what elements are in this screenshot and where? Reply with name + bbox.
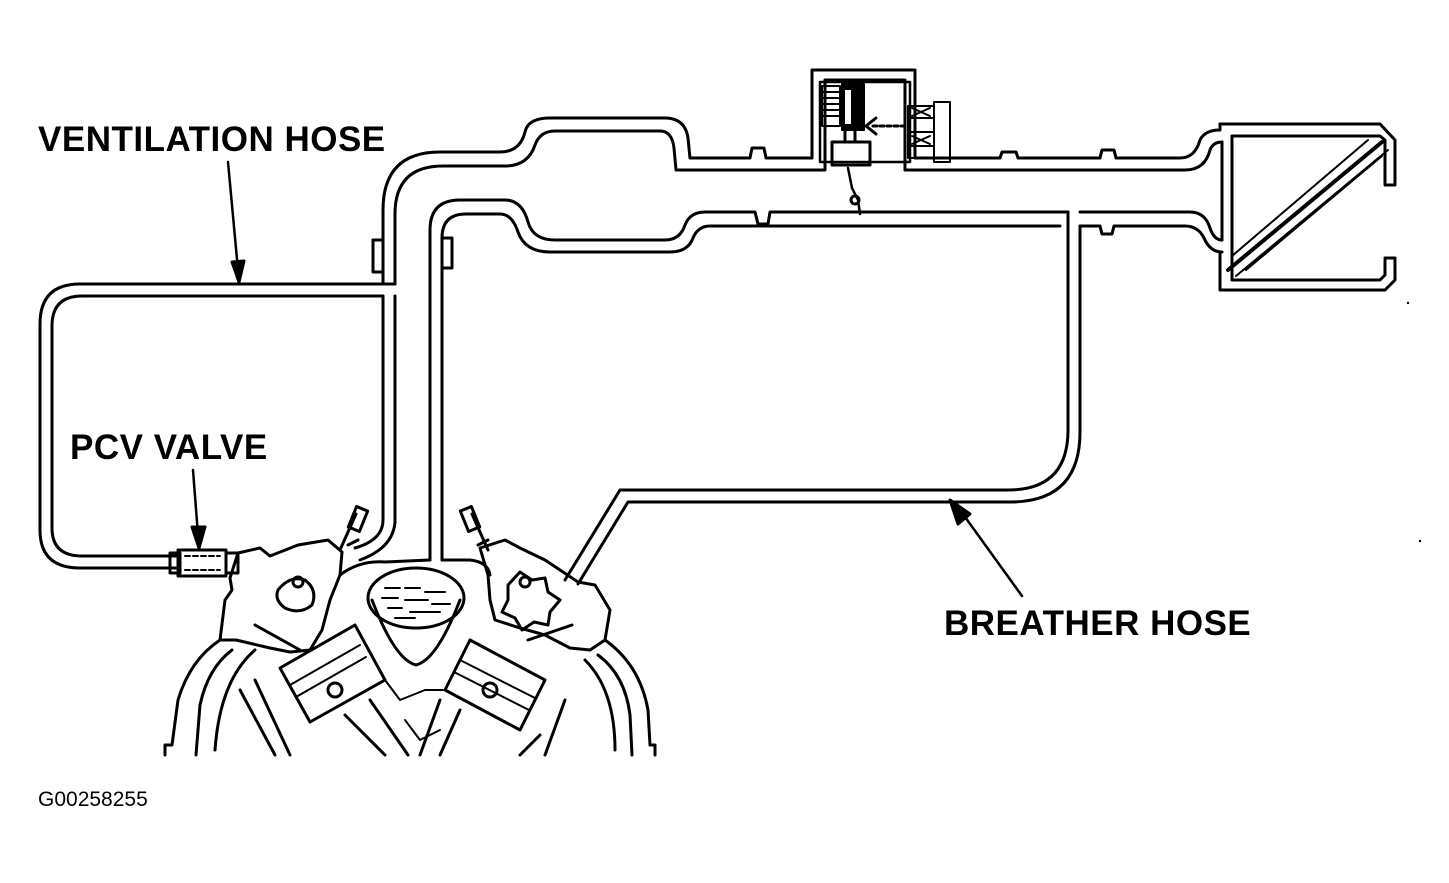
pcv-valve-pointer — [190, 468, 207, 550]
figure-id: G00258255 — [38, 788, 148, 811]
piston-right — [418, 638, 567, 757]
spark-plug-right — [458, 505, 490, 552]
ventilation-hose — [38, 282, 397, 570]
pcv-valve-label: PCV VALVE — [70, 428, 268, 467]
print-specks — [1406, 301, 1422, 543]
ventilation-hose-pointer — [226, 160, 246, 284]
intake-duct-lower — [428, 198, 1224, 562]
air-cleaner — [1218, 122, 1397, 292]
breather-hose-pointer — [948, 498, 1024, 598]
ventilation-hose-label: VENTILATION HOSE — [38, 120, 386, 159]
pcv-valve — [168, 548, 240, 578]
breather-hose-label: BREATHER HOSE — [944, 604, 1252, 643]
piston-left — [238, 623, 410, 757]
throttle-body — [818, 80, 951, 216]
engine-cross-section — [163, 505, 657, 757]
intake-duct-upper — [371, 68, 1224, 286]
breather-hose — [563, 210, 1082, 586]
spark-plug-left — [338, 505, 370, 552]
